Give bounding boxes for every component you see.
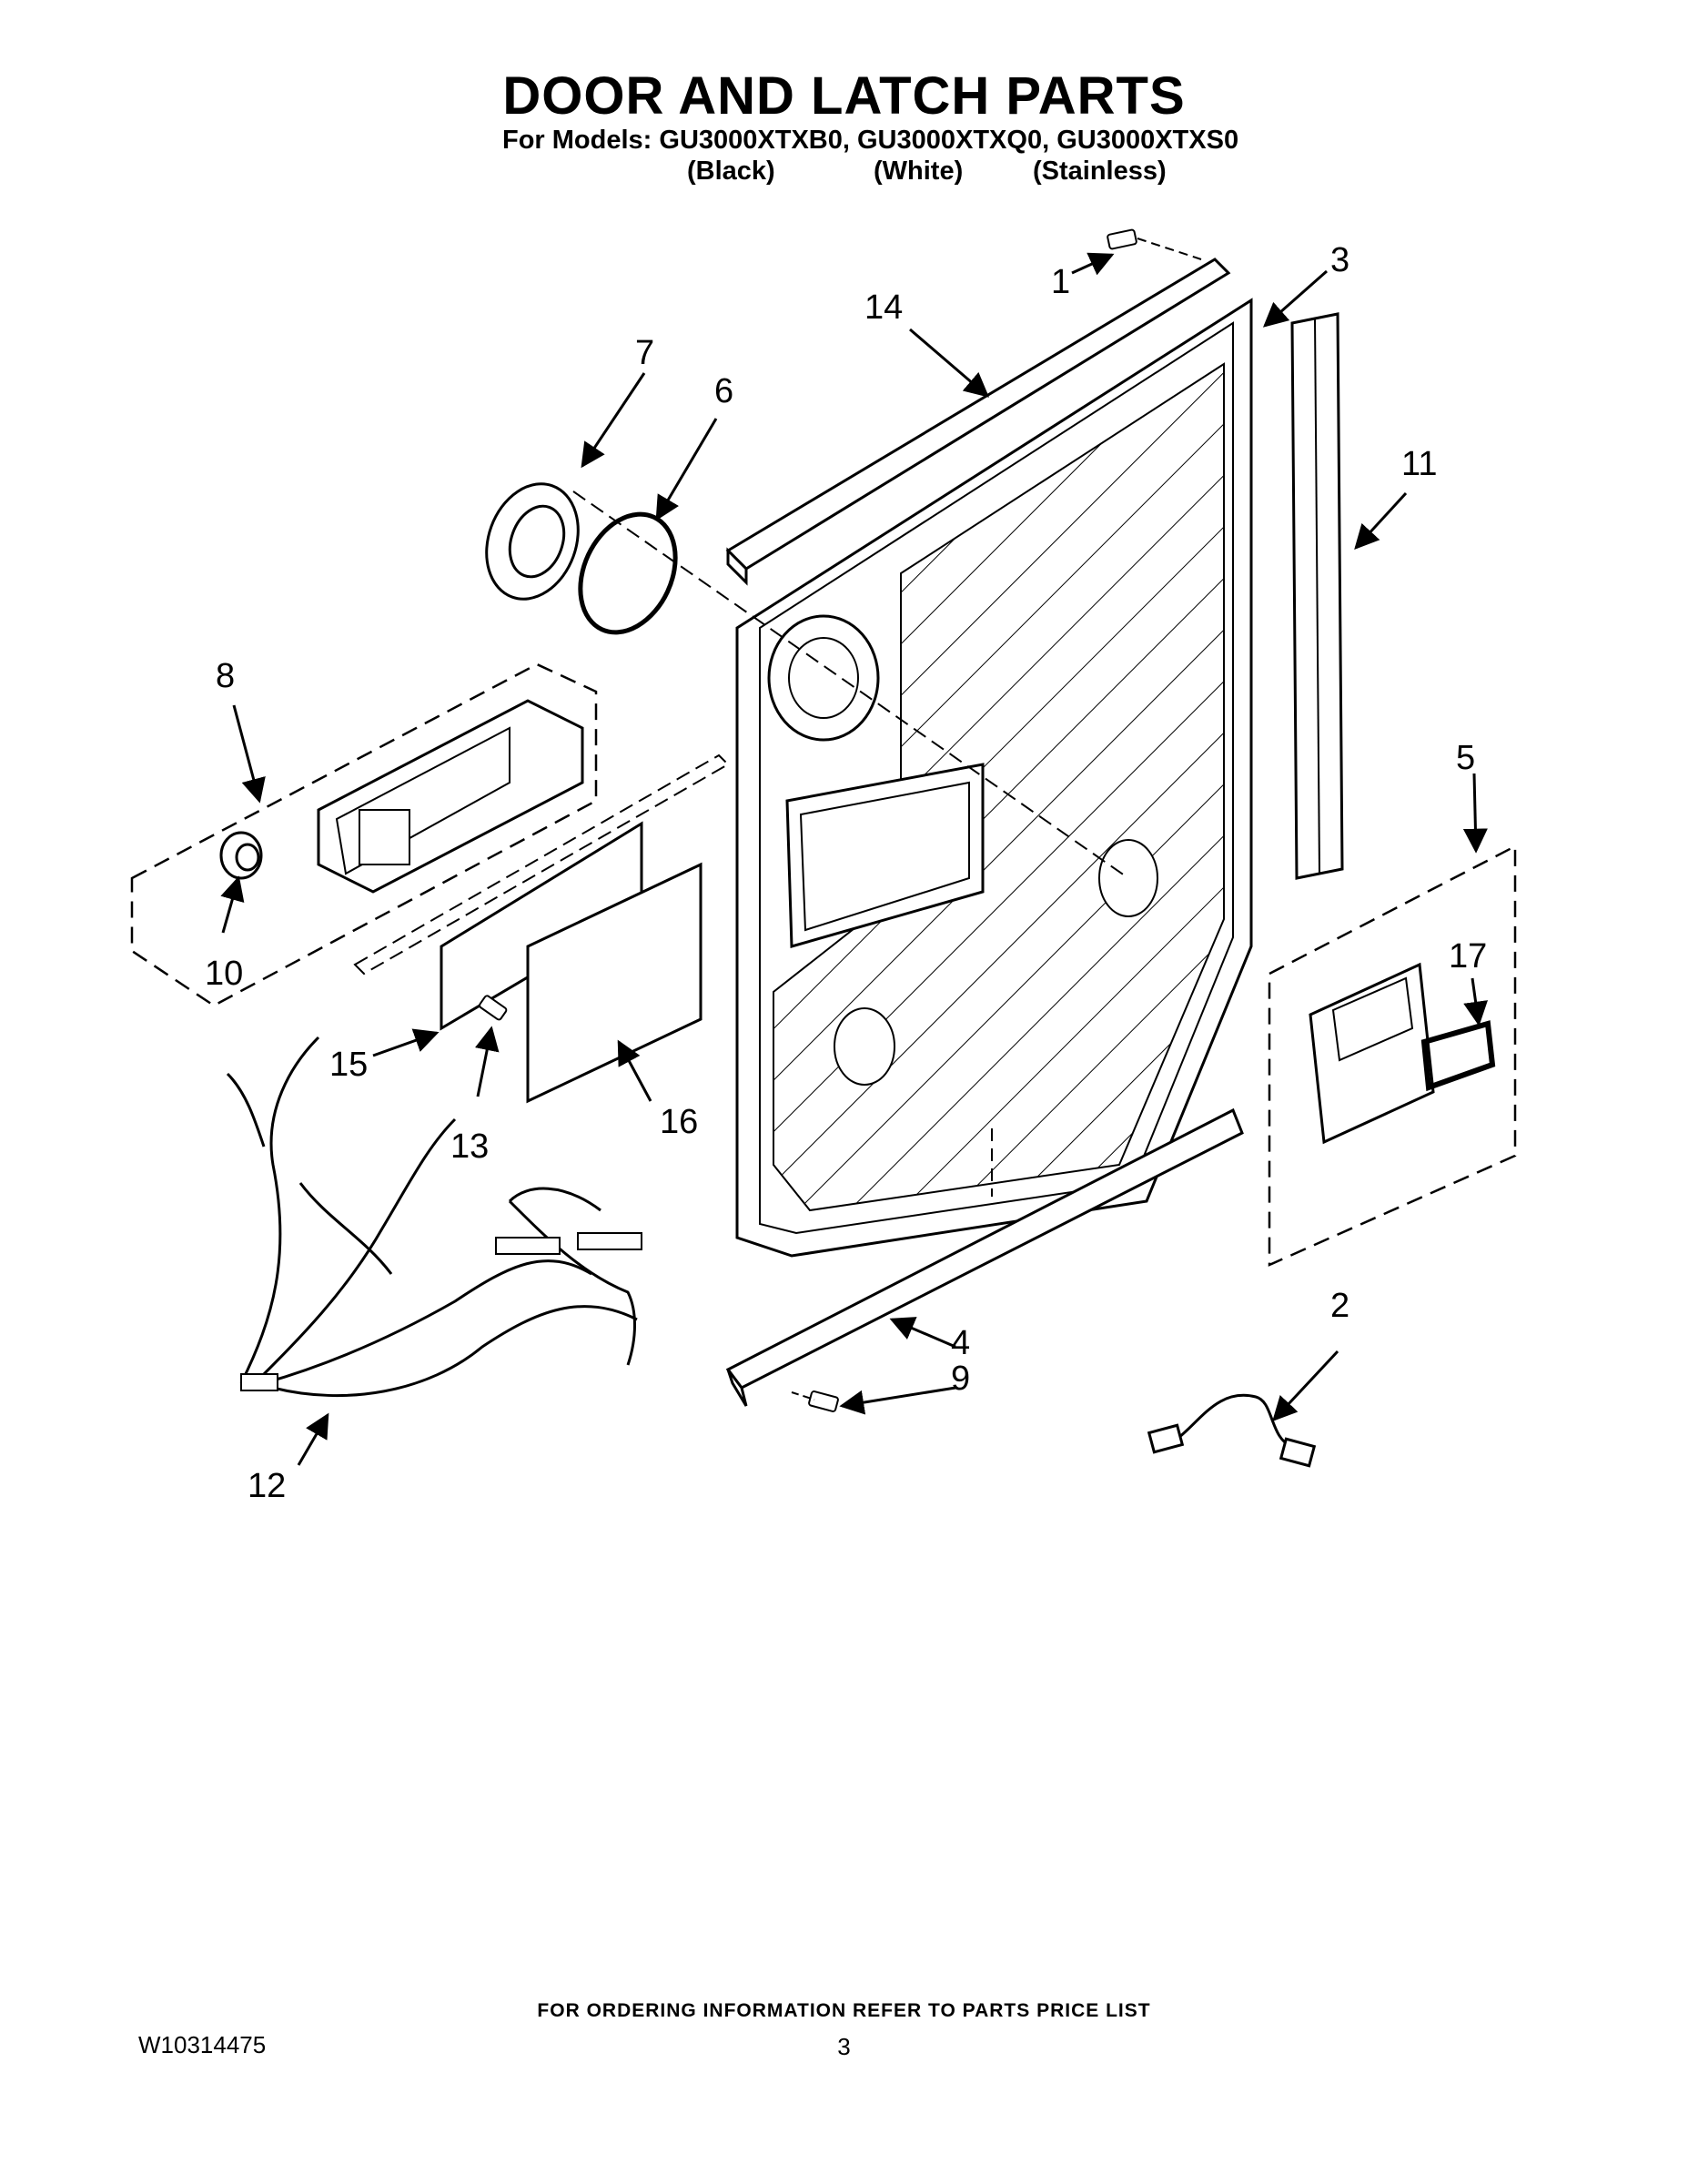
callout-8: 8	[216, 657, 235, 695]
vent-cap	[485, 482, 580, 601]
page-number: 3	[837, 2033, 851, 2060]
callout-7: 7	[635, 334, 654, 372]
leader-arrows	[220, 252, 1489, 1466]
top-trim-strip	[725, 258, 1231, 586]
control-board	[353, 753, 730, 1104]
door-inner-panel	[735, 298, 1253, 1258]
variant-white: (White)	[874, 157, 964, 186]
models-line: For Models: GU3000XTXB0, GU3000XTXQ0, GU…	[502, 126, 1239, 155]
callout-10: 10	[205, 955, 243, 993]
housing-gasket	[1420, 1020, 1496, 1092]
latch-assembly	[130, 662, 598, 1007]
callout-4: 4	[951, 1324, 970, 1362]
callout-16: 16	[660, 1103, 698, 1141]
latch-button	[219, 831, 263, 880]
variant-black: (Black)	[687, 157, 775, 186]
screw-13	[479, 995, 508, 1021]
vent-alignment-line	[572, 490, 1129, 879]
page-title: DOOR AND LATCH PARTS	[502, 66, 1186, 126]
wire-harness	[226, 1036, 642, 1397]
callout-17: 17	[1449, 937, 1487, 976]
callout-3: 3	[1330, 241, 1349, 279]
callout-11: 11	[1401, 445, 1437, 483]
callout-5: 5	[1456, 739, 1475, 777]
variant-stainless: (Stainless)	[1033, 157, 1167, 186]
screw-1	[1107, 228, 1202, 260]
callout-2: 2	[1330, 1287, 1349, 1325]
door-switch-wire	[1147, 1393, 1317, 1468]
document-number: W10314475	[138, 2031, 267, 2058]
latch-housing	[1268, 844, 1517, 1267]
callout-9: 9	[951, 1360, 970, 1398]
screw-9	[791, 1390, 839, 1412]
callout-12: 12	[248, 1467, 286, 1505]
bottom-rail	[725, 1107, 1244, 1407]
callout-13: 13	[450, 1127, 489, 1166]
vent-gasket	[578, 511, 678, 635]
side-door-seal	[1290, 312, 1344, 880]
callout-6: 6	[714, 372, 733, 410]
callout-14: 14	[864, 288, 903, 327]
callout-15: 15	[329, 1046, 368, 1084]
callout-1: 1	[1051, 263, 1070, 301]
ordering-note: FOR ORDERING INFORMATION REFER TO PARTS …	[537, 2000, 1151, 2021]
